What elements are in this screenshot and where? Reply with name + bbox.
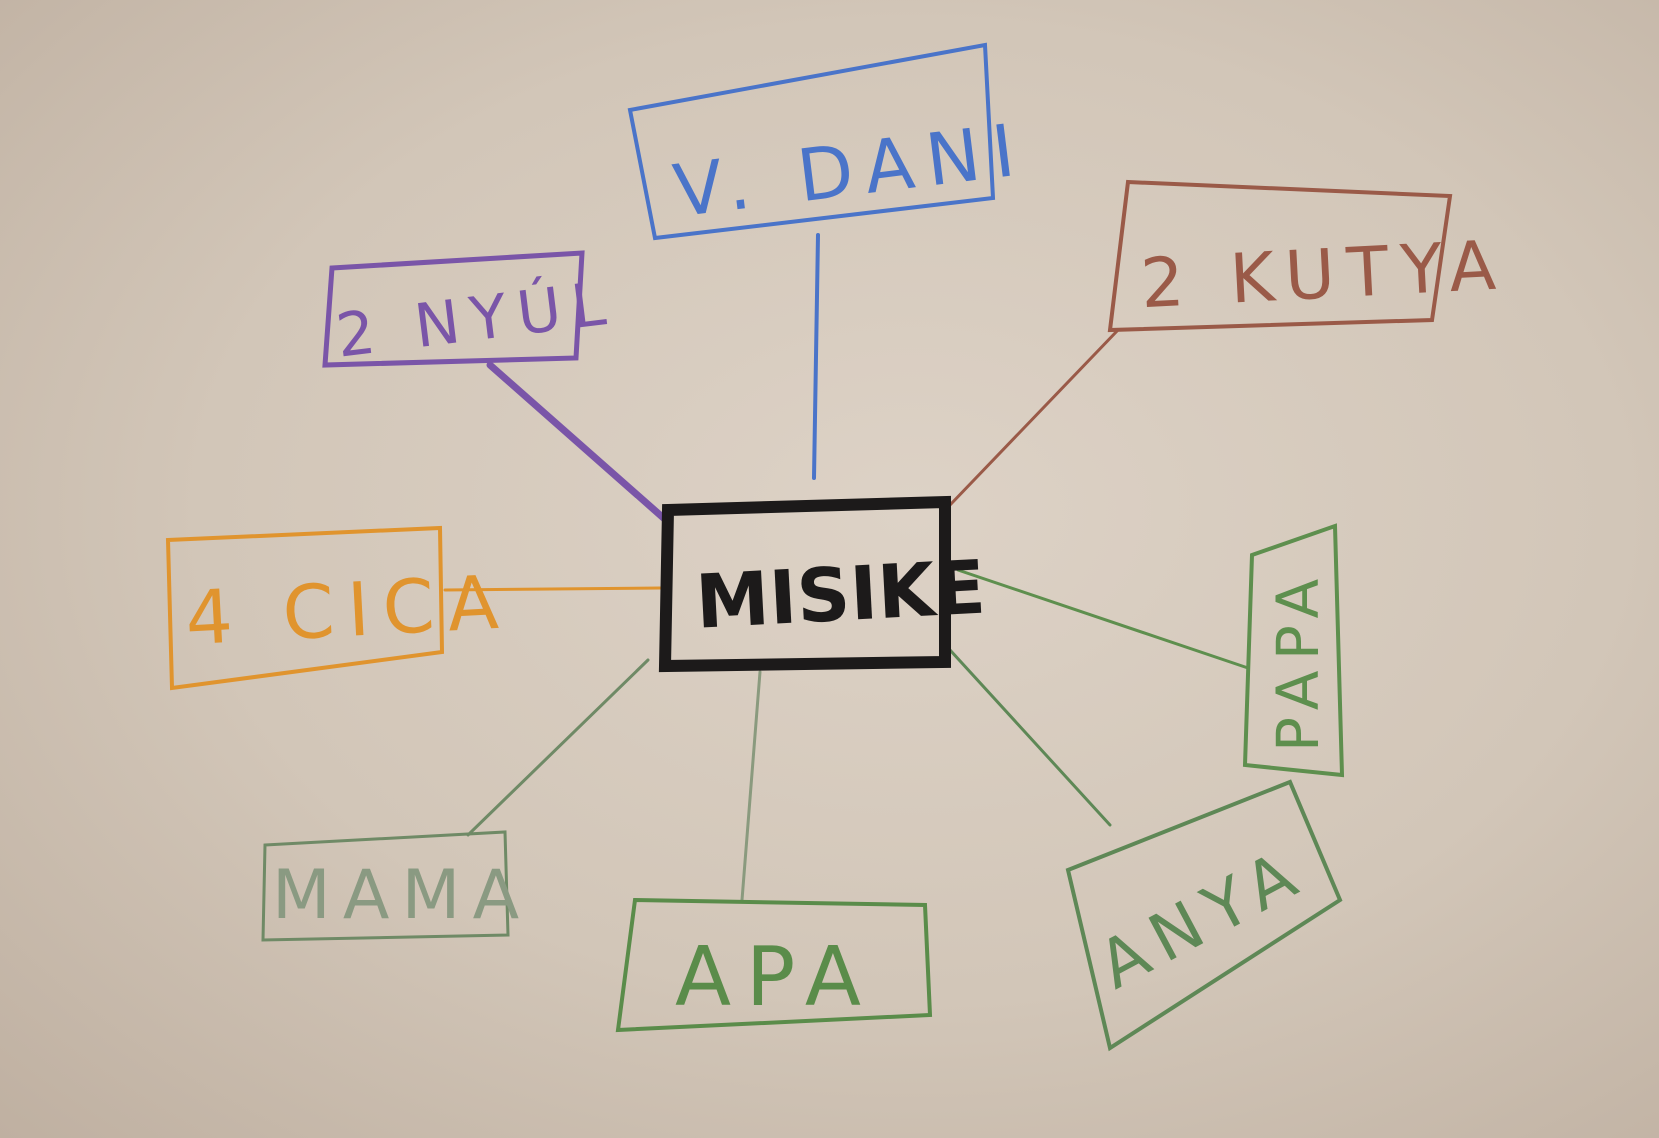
connector-anya [948,648,1112,827]
connector-cica [443,586,662,592]
node-apa-label: APA [675,930,876,1025]
node-center: MISIKE [658,495,988,673]
center-box [658,495,951,673]
node-papa-box [1242,523,1345,778]
node-cica-label: 4 CICA [183,559,513,662]
connector-mama [466,658,650,837]
node-kutya-label: 2 KUTYA [1139,226,1510,324]
node-vdani-box [627,42,996,241]
connector-nyul [486,361,672,526]
node-mama-box [261,830,510,942]
node-anya-box [1065,779,1343,1052]
node-cica-box [165,525,445,691]
node-mama-label: MAMA [272,856,531,935]
node-papa-label: PAPA [1264,568,1332,752]
node-cica: 4 CICA [165,525,514,691]
node-apa: APA [615,897,933,1033]
node-anya-label: ANYA [1086,832,1319,1004]
node-papa: PAPA [1242,523,1345,778]
connector-kutya [948,328,1120,507]
node-mama: MAMA [261,830,531,942]
node-nyul: 2 NYÚL [322,250,620,372]
center-label: MISIKE [694,545,988,646]
node-kutya: 2 KUTYA [1107,179,1510,333]
node-vdani: V. DANI [627,42,1032,241]
node-nyul-box [322,250,585,368]
connector-papa [956,568,1250,670]
connector-apa [740,670,762,902]
connector-vdani [812,233,820,480]
node-apa-box [615,897,933,1033]
node-kutya-box [1107,179,1453,333]
